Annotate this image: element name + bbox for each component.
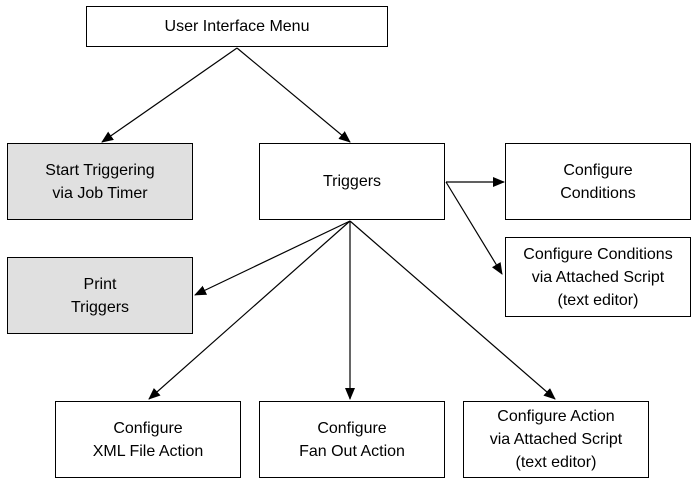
node-label-line: Configure Conditions [523,245,673,263]
node-label-line: Configure Action [497,408,615,425]
edges-layer [101,47,556,400]
arrow-user-interface-menu-to-triggers [236,47,351,143]
arrow-triggers-to-configure-xml-action [148,220,351,400]
node-label-line: XML File Action [92,442,204,460]
node-start-triggering: Start Triggering via Job Timer [7,143,193,220]
node-user-interface-menu: User Interface Menu [86,6,388,47]
arrow-triggers-to-configure-action-script [349,220,556,400]
node-configure-action-script: Configure Action via Attached Script (text… [463,401,649,478]
node-label-line: (text editor) [515,454,597,471]
node-label-line: Configure [113,419,183,437]
node-label-line: Triggers [70,298,130,316]
node-configure-conditions-script: Configure Conditions via Attached Script (… [505,237,691,317]
node-label-line: Configure [563,161,633,179]
node-label-line: via Attached Script [489,431,623,448]
node-label-line: Triggers [322,173,382,190]
arrow-user-interface-menu-to-start-triggering [101,47,238,143]
node-label-line: Print [83,275,117,293]
node-label-line: Fan Out Action [299,442,405,460]
node-label-line: via Job Timer [52,184,148,202]
node-label-line: User Interface Menu [164,18,310,35]
node-label-line: Configure [317,419,387,437]
arrow-triggers-to-print-triggers [194,220,351,296]
node-label-line: (text editor) [557,291,639,309]
node-label-line: Conditions [560,184,636,202]
node-triggers: Triggers [259,143,445,220]
node-label-line: Start Triggering [45,161,155,179]
arrow-triggers-to-configure-conditions-script [445,181,503,275]
node-label-line: via Attached Script [531,268,665,286]
